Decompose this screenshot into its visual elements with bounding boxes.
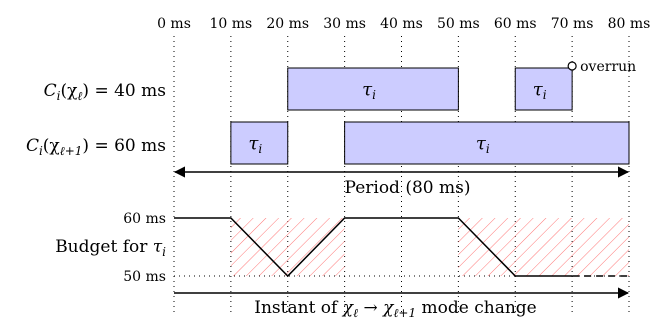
time-tick-labels: 0 ms 10 ms 20 ms 30 ms 40 ms 50 ms 60 ms 70 ms 8… bbox=[157, 16, 650, 32]
time-tick-label: 20 ms bbox=[266, 16, 309, 32]
row-label-chi-l-plus-1: Ci(χℓ+1) = 60 ms bbox=[26, 136, 166, 158]
task-block bbox=[287, 67, 459, 111]
budget-curve bbox=[174, 217, 573, 278]
period-label: Period (80 ms) bbox=[345, 178, 471, 198]
time-tick-label: 0 ms bbox=[157, 16, 191, 32]
budget-hatched-regions bbox=[230, 218, 629, 276]
task-block-label: τi bbox=[476, 133, 490, 156]
budget-hatch-region bbox=[458, 218, 629, 276]
time-tick-label: 40 ms bbox=[380, 16, 423, 32]
row-label-chi-l: Ci(χℓ) = 40 ms bbox=[44, 81, 166, 103]
task-block-label: τi bbox=[362, 79, 376, 102]
time-tick-label: 60 ms bbox=[494, 16, 537, 32]
budget-hatch-region bbox=[230, 218, 345, 276]
task-block bbox=[344, 121, 630, 165]
time-tick-label: 80 ms bbox=[608, 16, 651, 32]
time-tick-label: 10 ms bbox=[210, 16, 253, 32]
task-blocks: τi τi τi τi bbox=[230, 67, 630, 165]
budget-label: Budget for τi bbox=[55, 237, 166, 259]
task-block bbox=[514, 67, 573, 111]
time-tick-label: 50 ms bbox=[437, 16, 480, 32]
budget-y-low-label: 50 ms bbox=[123, 269, 166, 285]
task-block-label: τi bbox=[533, 79, 547, 102]
task-block-label: τi bbox=[248, 133, 262, 156]
time-tick-label: 70 ms bbox=[551, 16, 594, 32]
overrun-marker bbox=[567, 61, 577, 71]
mode-change-label: Instant of χℓ → χℓ+1 mode change bbox=[254, 298, 536, 320]
budget-y-high-label: 60 ms bbox=[123, 211, 166, 227]
task-block bbox=[230, 121, 289, 165]
overrun-label: overrun bbox=[580, 59, 636, 75]
time-tick-label: 30 ms bbox=[323, 16, 366, 32]
